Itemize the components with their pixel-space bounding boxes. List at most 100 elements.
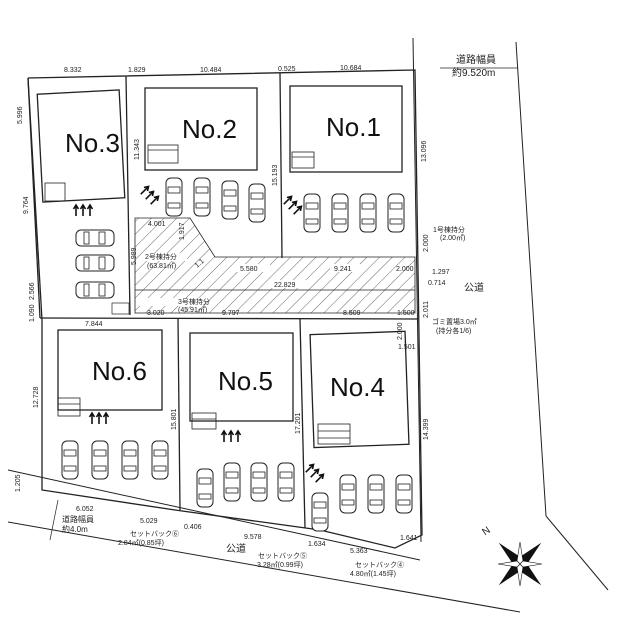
lot-4-label: No.4 xyxy=(330,372,385,402)
car-icon xyxy=(359,193,377,233)
setback-4-area: 4.80㎡(1.45坪) xyxy=(350,570,396,578)
svg-text:1.090: 1.090 xyxy=(29,304,36,322)
entry-arrow-icon xyxy=(283,195,303,215)
east-road xyxy=(412,37,609,591)
svg-text:1.297: 1.297 xyxy=(432,269,450,276)
car-icon xyxy=(196,468,214,508)
car-icon xyxy=(165,177,183,217)
entry-arrow-icon xyxy=(305,463,325,483)
car-icon xyxy=(75,254,115,272)
svg-text:5.363: 5.363 xyxy=(350,548,368,555)
svg-text:9.764: 9.764 xyxy=(23,196,30,214)
svg-text:1.641: 1.641 xyxy=(400,535,418,542)
car-icon xyxy=(221,180,239,220)
car-icon xyxy=(250,462,268,502)
lot-6-label: No.6 xyxy=(92,356,147,386)
svg-text:5.580: 5.580 xyxy=(240,266,258,273)
svg-text:15.193: 15.193 xyxy=(272,164,279,186)
svg-text:11.343: 11.343 xyxy=(134,139,141,160)
svg-text:13.096: 13.096 xyxy=(421,140,428,162)
svg-text:5.029: 5.029 xyxy=(140,518,158,525)
svg-text:1.500: 1.500 xyxy=(397,310,415,317)
lot-3-label: No.3 xyxy=(65,128,120,158)
car-icon xyxy=(367,474,385,514)
svg-text:9.797: 9.797 xyxy=(222,310,240,317)
svg-text:1.634: 1.634 xyxy=(308,541,326,548)
share-no1: 1号棟持分 xyxy=(433,225,465,234)
svg-text:0.406: 0.406 xyxy=(184,524,202,531)
svg-text:2.011: 2.011 xyxy=(423,301,430,318)
svg-text:8.509: 8.509 xyxy=(343,310,361,317)
entry-arrow-icon xyxy=(140,185,160,205)
svg-text:15.801: 15.801 xyxy=(171,408,178,430)
east-road-label: 公道 xyxy=(464,281,484,294)
share-no3: 3号棟持分 xyxy=(178,297,210,306)
parking-spaces xyxy=(61,177,413,532)
lot-2-label: No.2 xyxy=(182,114,237,144)
car-icon xyxy=(223,462,241,502)
garbage-area: ゴミ置場3.0㎡ xyxy=(432,317,477,326)
share-no2-area: (63.81㎡) xyxy=(147,262,176,270)
svg-text:12.728: 12.728 xyxy=(33,386,40,408)
lot-1-label: No.1 xyxy=(326,112,381,142)
svg-text:1.829: 1.829 xyxy=(128,67,146,74)
car-icon xyxy=(91,440,109,480)
east-road-width-value: 約9.520m xyxy=(452,66,495,79)
svg-text:5.996: 5.996 xyxy=(17,106,24,124)
entry-arrow-icon xyxy=(220,429,242,442)
svg-text:14.399: 14.399 xyxy=(423,418,430,440)
svg-text:3.020: 3.020 xyxy=(147,310,165,317)
garbage-share: (持分各1/6) xyxy=(436,326,471,335)
south-road-width-title: 道路幅員 xyxy=(62,514,94,524)
dimension-labels: 8.332 1.829 10.484 0.525 10.684 5.996 9.… xyxy=(15,65,450,555)
svg-text:4.001: 4.001 xyxy=(148,221,166,228)
svg-text:2.566: 2.566 xyxy=(29,282,36,300)
car-icon xyxy=(151,440,169,480)
svg-text:7.844: 7.844 xyxy=(85,321,103,328)
svg-text:2.000: 2.000 xyxy=(423,234,430,252)
car-icon xyxy=(387,193,405,233)
garbage-station xyxy=(111,302,130,315)
svg-text:9.241: 9.241 xyxy=(334,266,352,273)
setback-5-area: 3.28㎡(0.99坪) xyxy=(257,561,303,569)
car-icon xyxy=(75,281,115,299)
svg-text:1.501: 1.501 xyxy=(398,344,416,351)
setback-4: セットバック④ xyxy=(355,561,404,569)
svg-text:2.000: 2.000 xyxy=(396,266,414,273)
entry-arrows xyxy=(72,185,325,483)
car-icon xyxy=(193,177,211,217)
svg-text:10.684: 10.684 xyxy=(340,65,362,72)
svg-text:1.1: 1.1 xyxy=(194,258,206,270)
svg-text:2.000: 2.000 xyxy=(397,322,404,340)
north-compass-icon xyxy=(497,541,543,587)
south-road-width-value: 約4.0m xyxy=(62,524,88,534)
car-icon xyxy=(311,492,329,532)
car-icon xyxy=(248,183,266,223)
svg-text:22.829: 22.829 xyxy=(274,282,296,289)
porch-markers xyxy=(44,144,351,445)
share-no3-area: (45.91㎡) xyxy=(178,306,207,314)
entry-arrow-icon xyxy=(88,411,110,424)
svg-text:0.714: 0.714 xyxy=(428,280,446,287)
car-icon xyxy=(61,440,79,480)
svg-text:5.989: 5.989 xyxy=(131,247,138,265)
svg-text:17.201: 17.201 xyxy=(295,412,302,434)
svg-text:9.578: 9.578 xyxy=(244,534,262,541)
lot-5-label: No.5 xyxy=(218,366,273,396)
car-icon xyxy=(75,229,115,247)
car-icon xyxy=(303,193,321,233)
svg-text:10.484: 10.484 xyxy=(200,67,222,74)
car-icon xyxy=(395,474,413,514)
north-label: N xyxy=(480,525,492,538)
east-road-width-title: 道路幅員 xyxy=(456,53,496,66)
svg-text:0.525: 0.525 xyxy=(278,66,296,73)
share-no1-area: (2.00㎡) xyxy=(440,234,465,242)
house-footprints xyxy=(36,85,410,449)
svg-text:6.052: 6.052 xyxy=(76,506,94,513)
setback-6-area: 2.84㎡(0.85坪) xyxy=(118,539,164,547)
svg-text:8.332: 8.332 xyxy=(64,67,82,74)
setback-5: セットバック⑤ xyxy=(258,552,307,560)
entry-arrow-icon xyxy=(72,203,94,216)
